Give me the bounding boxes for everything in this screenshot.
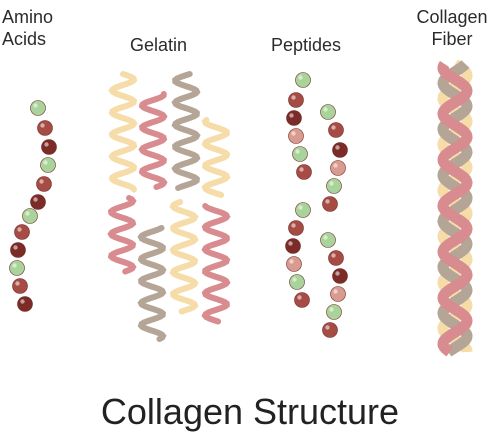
peptide-bead [332,142,348,158]
peptide-bead-highlight [295,149,300,154]
peptide-bead [328,122,344,138]
diagram-title: Collagen Structure [100,391,400,432]
amino-acid-bead-highlight [43,160,48,165]
amino-acid-bead [41,139,57,155]
amino-acid-bead [9,260,25,276]
peptide-bead [292,146,308,162]
peptide-bead [288,128,304,144]
peptide-bead-highlight [298,205,303,210]
peptide-bead-highlight [335,271,340,276]
gelatin-strands [107,71,231,342]
peptide-bead-highlight [323,107,328,112]
amino-acid-bead-highlight [15,281,20,286]
peptide-bead [288,220,304,236]
peptide-bead [330,160,346,176]
peptide-bead [322,322,338,338]
peptide-bead [295,202,311,218]
peptide-bead [296,164,312,180]
amino-acid-bead [22,208,38,224]
collagen-fiber-label-line1: Collagen [416,7,488,27]
amino-acids-label-line1: Amino [2,7,54,27]
gelatin-strand [171,71,201,191]
amino-acid-bead [37,120,53,136]
gelatin-label: Gelatin [130,35,188,55]
gelatin-strand [108,71,138,193]
peptide-bead-highlight [289,259,294,264]
peptide-bead-highlight [323,235,328,240]
gelatin-strand [138,91,168,190]
amino-acid-bead [12,278,28,294]
amino-acids-label: Amino Acids [2,6,53,50]
peptide-bead-highlight [291,223,296,228]
peptide-bead [326,178,342,194]
peptides-label: Peptides [271,35,342,55]
amino-acid-bead-highlight [25,211,30,216]
amino-acid-bead [30,194,46,210]
amino-acid-bead [14,224,30,240]
peptide-bead-highlight [331,253,336,258]
amino-acid-bead [10,242,26,258]
peptide-bead [320,104,336,120]
peptide-bead [328,250,344,266]
amino-acid-chain [9,100,57,312]
peptide-bead-highlight [325,325,330,330]
amino-acid-bead-highlight [44,142,49,147]
peptide-bead-highlight [325,199,330,204]
peptide-bead-highlight [291,131,296,136]
collagen-fiber [437,59,473,357]
peptide-bead-highlight [299,167,304,172]
peptide-bead [289,274,305,290]
gelatin-strand [201,117,231,198]
amino-acid-bead [36,176,52,192]
gelatin-strand [201,203,231,325]
peptide-bead-highlight [297,295,302,300]
peptide-bead-highlight [329,181,334,186]
collagen-fiber-label: Collagen Fiber [409,6,495,50]
peptide-bead [288,92,304,108]
peptide-bead [295,72,311,88]
peptide-bead-highlight [289,113,294,118]
peptide-bead-highlight [333,163,338,168]
peptide-bead [285,238,301,254]
peptide-bead [322,196,338,212]
collagen-fiber-label-line2: Fiber [431,29,473,49]
peptide-bead-highlight [333,289,338,294]
peptide-bead [332,268,348,284]
amino-acids-label-line2: Acids [2,29,47,49]
collagen-helix-strand [437,60,473,357]
peptide-bead [326,304,342,320]
peptide-bead-highlight [291,95,296,100]
amino-acid-bead-highlight [17,227,22,232]
amino-acid-bead-highlight [13,245,18,250]
peptide-bead [330,286,346,302]
amino-acid-bead-highlight [33,197,38,202]
gelatin-strand [107,195,137,275]
amino-acid-bead [17,296,33,312]
peptide-bead-highlight [298,75,303,80]
amino-acid-bead-highlight [40,123,45,128]
amino-acid-bead-highlight [33,103,38,108]
peptide-bead-highlight [329,307,334,312]
peptide-bead-highlight [288,241,293,246]
amino-acid-bead-highlight [20,299,25,304]
peptide-chains [285,72,348,338]
amino-acid-bead [30,100,46,116]
gelatin-strand [137,225,167,342]
amino-acid-bead-highlight [39,179,44,184]
peptide-bead [294,292,310,308]
peptide-bead-highlight [331,125,336,130]
peptide-bead [286,256,302,272]
peptide-bead-highlight [335,145,340,150]
peptide-bead [320,232,336,248]
amino-acid-bead-highlight [12,263,17,268]
peptide-bead-highlight [292,277,297,282]
amino-acid-bead [40,157,56,173]
gelatin-strand [169,199,199,315]
peptide-bead [286,110,302,126]
